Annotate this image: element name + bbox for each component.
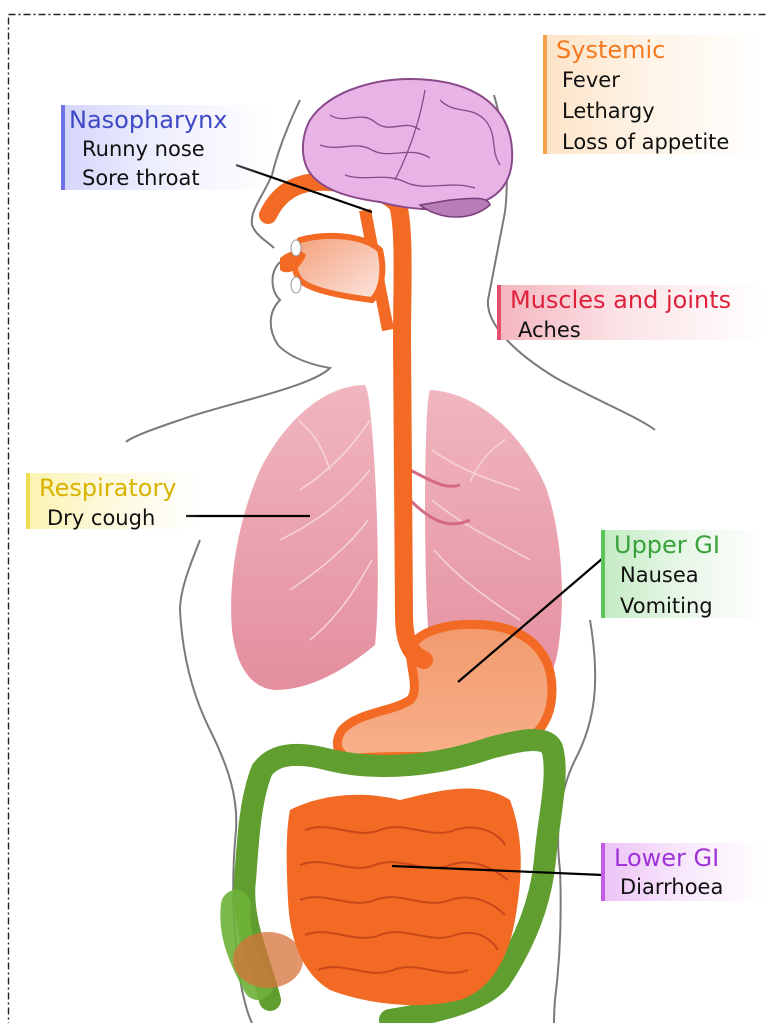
- label-lower-gi-title: Lower GI: [614, 843, 765, 873]
- symptom-dry-cough: Dry cough: [39, 503, 201, 534]
- symptom-sore-throat: Sore throat: [69, 164, 271, 193]
- label-muscles-and-joints: Muscles and joints Aches: [497, 285, 765, 340]
- symptom-lethargy: Lethargy: [556, 96, 765, 127]
- symptom-runny-nose: Runny nose: [69, 135, 271, 164]
- symptom-fever: Fever: [556, 65, 765, 96]
- symptom-nausea: Nausea: [614, 560, 765, 591]
- label-upper-gi-title: Upper GI: [614, 530, 765, 560]
- label-nasopharynx: Nasopharynx Runny nose Sore throat: [61, 105, 271, 190]
- brain-icon: [303, 79, 512, 217]
- symptom-aches: Aches: [510, 315, 765, 346]
- label-nasopharynx-title: Nasopharynx: [69, 105, 271, 135]
- label-respiratory: Respiratory Dry cough: [26, 473, 201, 529]
- symptom-vomiting: Vomiting: [614, 591, 765, 622]
- label-respiratory-title: Respiratory: [39, 473, 201, 503]
- label-muscles-title: Muscles and joints: [510, 285, 765, 315]
- label-upper-gi: Upper GI Nausea Vomiting: [601, 530, 765, 618]
- label-lower-gi: Lower GI Diarrhoea: [601, 843, 765, 901]
- mouth-icon: [280, 236, 382, 300]
- small-intestine-icon: [287, 788, 521, 1005]
- symptom-diarrhoea: Diarrhoea: [614, 873, 765, 901]
- label-systemic: Systemic Fever Lethargy Loss of appetite: [543, 35, 765, 154]
- symptom-loss-of-appetite: Loss of appetite: [556, 127, 765, 158]
- label-systemic-title: Systemic: [556, 35, 765, 65]
